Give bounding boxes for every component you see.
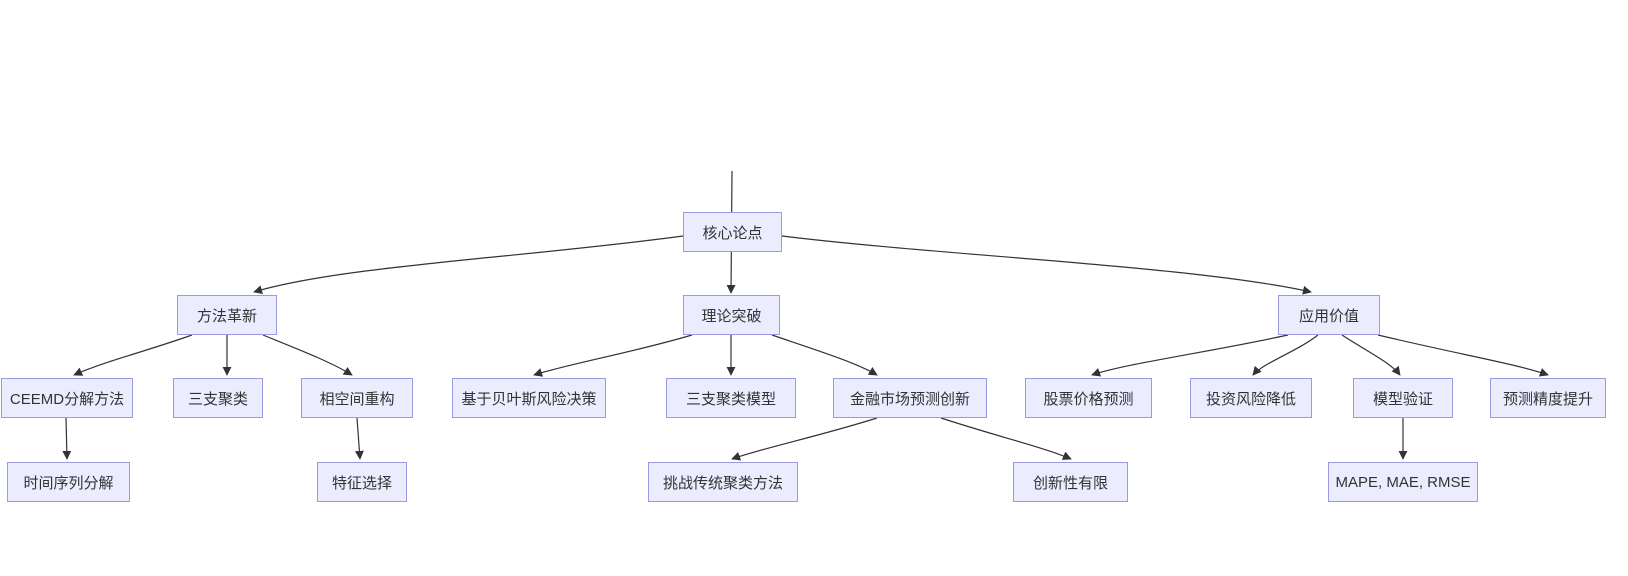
edge-application-stock: [1091, 334, 1289, 377]
node-ceemd-decomposition: CEEMD分解方法: [1, 378, 133, 418]
node-method-innovation: 方法革新: [177, 295, 277, 335]
node-core-argument: 核心论点: [683, 212, 782, 252]
edge-theory-bayes: [533, 334, 693, 377]
edge-theory-finance: [771, 334, 878, 376]
node-three-way-clustering: 三支聚类: [173, 378, 263, 418]
edge-phase-feature: [354, 417, 364, 460]
node-investment-risk-reduction: 投资风险降低: [1190, 378, 1312, 418]
edge-application-modelval: [1341, 334, 1401, 376]
node-financial-market-forecast-innovation: 金融市场预测创新: [833, 378, 987, 418]
edge-application-precision: [1377, 334, 1549, 377]
node-model-validation: 模型验证: [1353, 378, 1453, 418]
node-bayesian-risk-decision: 基于贝叶斯风险决策: [452, 378, 606, 418]
edge-finance-challenge: [731, 417, 878, 461]
node-application-value: 应用价值: [1278, 295, 1380, 335]
node-limited-novelty: 创新性有限: [1013, 462, 1128, 502]
edge-application-invest: [1252, 334, 1319, 376]
edge-finance-limited: [940, 417, 1072, 460]
edge-root-application: [781, 235, 1312, 295]
node-error-metrics: MAPE, MAE, RMSE: [1328, 462, 1478, 502]
edge-ceemd-timeseries: [62, 417, 72, 460]
node-feature-selection: 特征选择: [317, 462, 407, 502]
node-time-series-decomposition: 时间序列分解: [7, 462, 130, 502]
node-theory-breakthrough: 理论突破: [683, 295, 780, 335]
node-challenge-traditional-clustering: 挑战传统聚类方法: [648, 462, 798, 502]
edge-method-ceemd: [73, 334, 193, 376]
edge-method-phase: [262, 334, 353, 376]
node-stock-price-prediction: 股票价格预测: [1025, 378, 1152, 418]
edge-root-method: [253, 235, 684, 294]
node-phase-space-reconstruction: 相空间重构: [301, 378, 413, 418]
node-prediction-accuracy-improvement: 预测精度提升: [1490, 378, 1606, 418]
node-three-way-clustering-model: 三支聚类模型: [666, 378, 796, 418]
